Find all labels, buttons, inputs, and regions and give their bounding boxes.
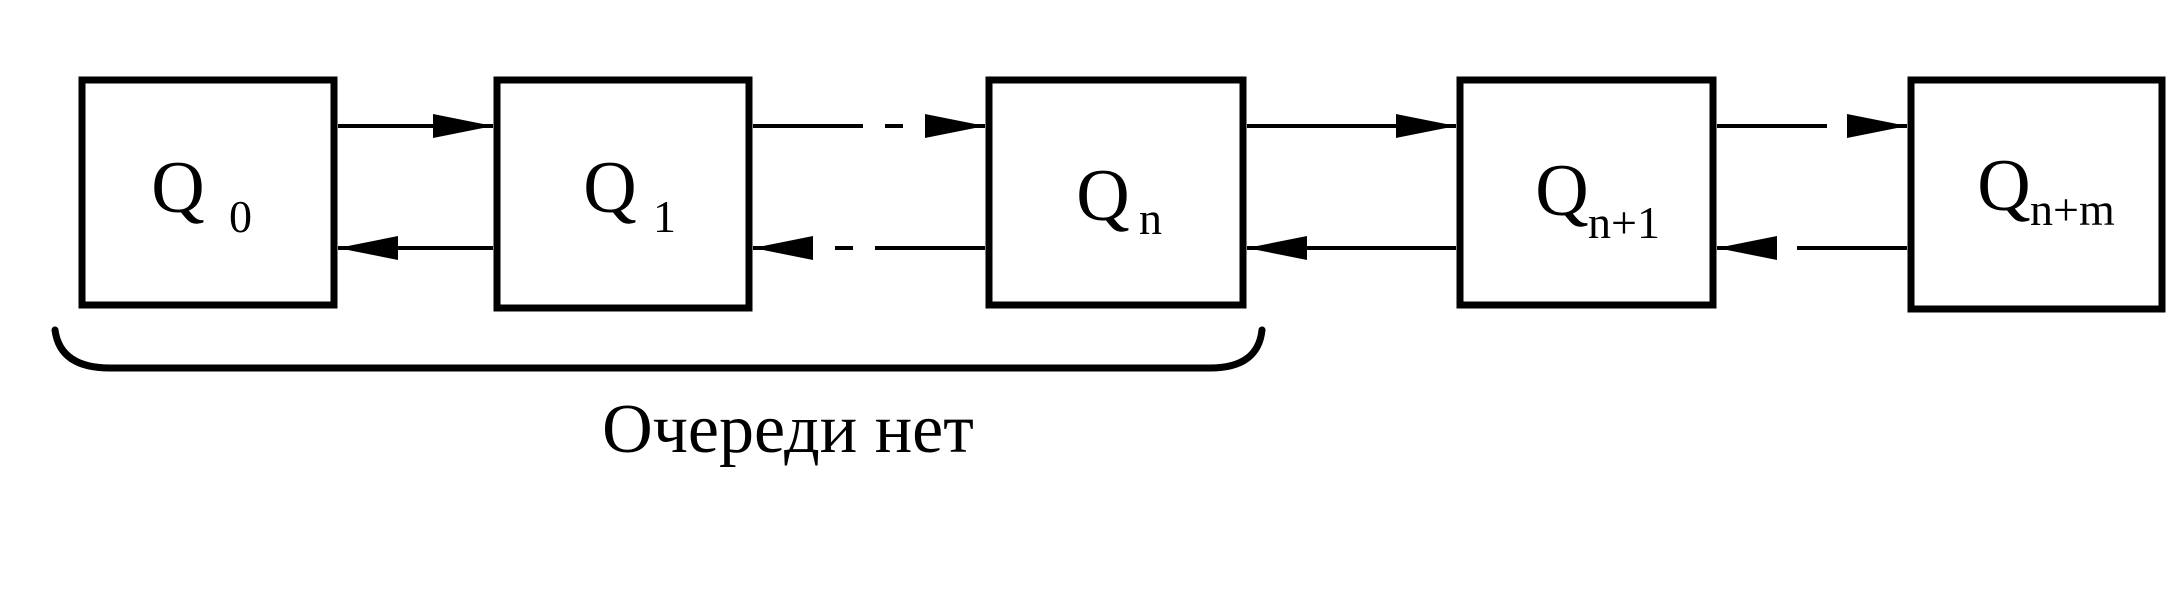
state-q0-subscript: 0	[229, 191, 252, 242]
state-q0-letter: Q	[151, 147, 204, 229]
state-qn-subscript: n	[1139, 193, 1162, 244]
group-brace	[51, 326, 1266, 372]
state-box-qn: Q n	[985, 76, 1247, 309]
state-qn1-subscript: n+1	[1588, 197, 1660, 248]
state-box-qn1: Q n+1	[1456, 76, 1717, 309]
state-box-qnm: Q n+m	[1907, 76, 2166, 313]
state-box-q0: Q 0	[78, 76, 338, 309]
state-qnm-letter: Q	[1977, 145, 2030, 227]
state-qn-letter: Q	[1076, 155, 1129, 237]
state-qnm-subscript: n+m	[2030, 184, 2115, 235]
state-q1-subscript: 1	[653, 191, 676, 242]
state-box-q1: Q 1	[493, 76, 753, 312]
group-caption: Очереди нет	[602, 391, 974, 468]
state-qn1-letter: Q	[1535, 150, 1588, 232]
state-q1-letter: Q	[583, 147, 636, 229]
